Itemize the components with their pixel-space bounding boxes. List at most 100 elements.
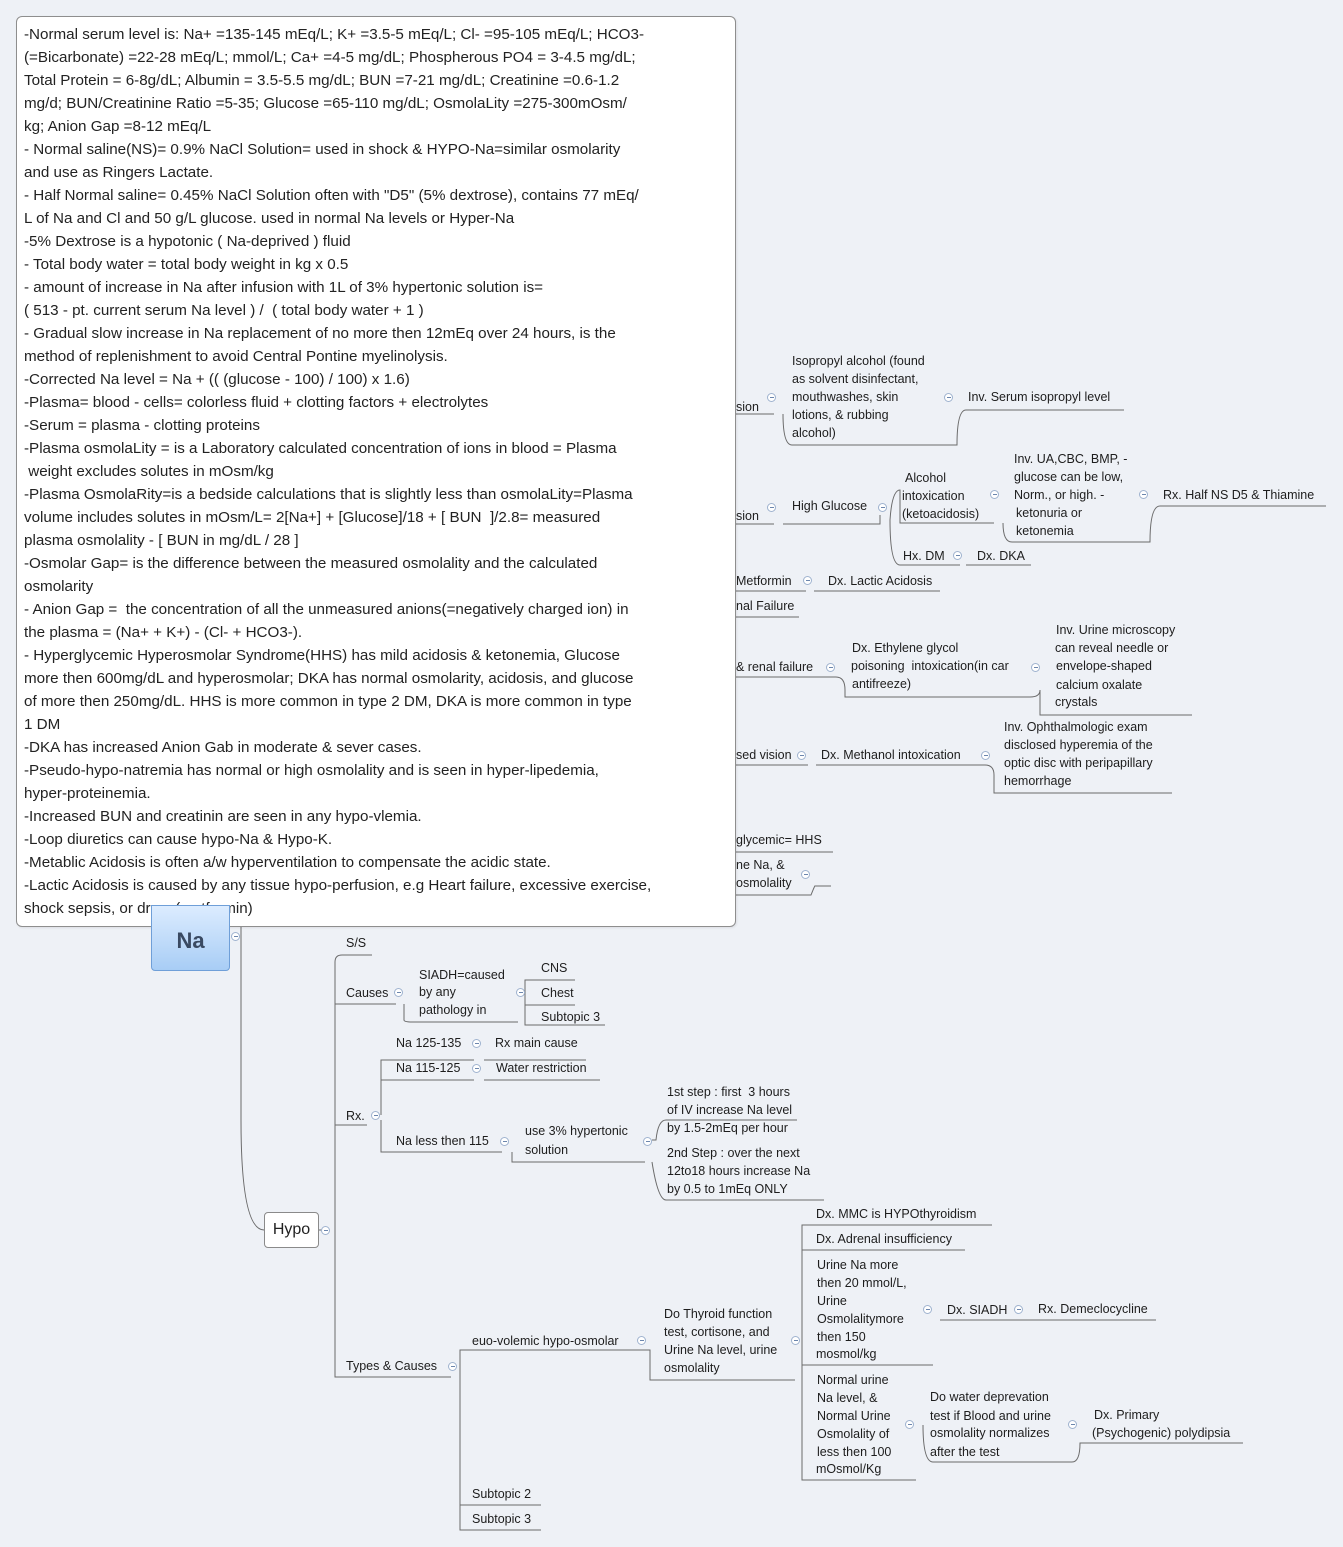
note-line: more then 600mg/dL and hyperosmolar; DKA… [24,670,634,687]
collapse-toggle[interactable] [797,751,806,760]
collapse-toggle[interactable] [803,576,812,585]
note-line: - Anion Gap = the concentration of all t… [24,601,629,618]
collapse-toggle[interactable] [944,393,953,402]
inv-isopropyl: Inv. Serum isopropyl level [968,390,1111,404]
collapse-toggle[interactable] [923,1305,932,1314]
dx-methanol: Dx. Methanol intoxication [821,748,961,762]
dx-mmc: Dx. MMC is HYPOthyroidism [816,1207,977,1221]
rx-demeclocycline: Rx. Demeclocycline [1038,1302,1148,1316]
collapse-toggle[interactable] [826,663,835,672]
note-line: hyper-proteinemia. [24,785,151,802]
note-line: - amount of increase in Na after infusio… [24,279,544,296]
cause-subtopic3[interactable]: Subtopic 3 [541,1010,601,1024]
inv-glucose-2: Norm., or high. - [1014,488,1105,502]
isopropyl-source-4: alcohol) [792,426,836,440]
subtopic-3[interactable]: Subtopic 3 [472,1512,532,1526]
normal-urine-0: Normal urine [817,1373,889,1387]
note-line: -Normal serum level is: Na+ =135-145 mEq… [24,26,645,43]
urine-high-5: mosmol/kg [816,1347,877,1361]
alcohol-2: (ketoacidosis) [902,507,980,521]
notes-panel: -Normal serum level is: Na+ =135-145 mEq… [16,16,736,927]
collapse-toggle[interactable] [767,393,776,402]
note-line: - Normal saline(NS)= 0.9% NaCl Solution=… [24,141,621,158]
cause-cns[interactable]: CNS [541,961,568,975]
normal-urine-2: Normal Urine [817,1409,891,1423]
step1-2: by 1.5-2mEq per hour [667,1121,788,1135]
partial-branch-label: sion [736,509,759,523]
types-causes-topic[interactable]: Types & Causes [346,1359,438,1373]
inv-ethylene-3: calcium oxalate [1056,678,1143,692]
inv-ethylene-4: crystals [1055,695,1098,709]
na-less-115[interactable]: Na less then 115 [396,1134,489,1148]
ss-topic[interactable]: S/S [346,936,367,950]
na-115-125[interactable]: Na 115-125 [396,1061,461,1075]
water-dep-1: test if Blood and urine [930,1409,1051,1423]
collapse-toggle[interactable] [643,1137,652,1146]
collapse-toggle[interactable] [801,870,810,879]
collapse-toggle[interactable] [637,1336,646,1345]
collapse-toggle[interactable] [500,1137,509,1146]
collapse-toggle[interactable] [231,932,240,941]
note-line: mg/d; BUN/Creatinine Ratio =5-35; Glucos… [24,95,627,112]
collapse-toggle[interactable] [472,1064,481,1073]
note-line: -Plasma= blood - cells= colorless fluid … [24,394,489,411]
euvolemic[interactable]: euo-volemic hypo-osmolar [472,1334,619,1348]
note-line: and use as Ringers Lactate. [24,164,214,181]
rx-topic[interactable]: Rx. [346,1109,365,1123]
note-line: -Lactic Acidosis is caused by any tissue… [24,877,652,894]
collapse-toggle[interactable] [905,1420,914,1429]
note-line: kg; Anion Gap =8-12 mEq/L [24,118,212,135]
hypertonic-0: use 3% hypertonic [525,1124,628,1138]
inv-ethylene-0: Inv. Urine microscopy [1056,623,1176,637]
note-line: Total Protein = 6-8g/dL; Albumin = 3.5-5… [24,72,620,89]
step2-1: 12to18 hours increase Na [667,1164,811,1178]
collapse-toggle[interactable] [878,503,887,512]
urine-high-4: then 150 [817,1330,866,1344]
metformin-label: Metformin [736,574,792,588]
collapse-toggle[interactable] [767,503,776,512]
collapse-toggle[interactable] [448,1362,457,1371]
collapse-toggle[interactable] [1014,1305,1023,1314]
collapse-toggle[interactable] [1068,1420,1077,1429]
water-restriction: Water restriction [496,1061,587,1075]
collapse-toggle[interactable] [371,1111,380,1120]
normal-urine-1: Na level, & [817,1391,878,1405]
collapse-toggle[interactable] [981,751,990,760]
collapse-toggle[interactable] [1031,663,1040,672]
hypo-label: Hypo [272,1221,311,1238]
note-line: of more then 250mg/dL. HHS is more commo… [24,693,632,710]
water-dep-3: after the test [930,1445,1000,1459]
root-label: Na [176,928,205,953]
dx-lactic-acidosis: Dx. Lactic Acidosis [828,574,933,588]
collapse-toggle[interactable] [394,988,403,997]
hypertonic-1: solution [525,1143,569,1157]
collapse-toggle[interactable] [953,551,962,560]
causes-topic[interactable]: Causes [346,986,389,1000]
hypo-topic[interactable]: Hypo [264,1212,319,1248]
subtopic-2[interactable]: Subtopic 2 [472,1487,532,1501]
note-line: the plasma = (Na+ + K+) - (Cl- + HCO3-). [24,624,303,641]
siadh-2: pathology in [419,1003,487,1017]
partial-branch-label: glycemic= HHS [736,833,822,847]
collapse-toggle[interactable] [990,490,999,499]
na-125-135[interactable]: Na 125-135 [396,1036,462,1050]
root-topic[interactable]: Na [151,905,230,971]
collapse-toggle[interactable] [1139,490,1148,499]
partial-branch-label: ne Na, & [736,858,785,872]
note-line: -Serum = plasma - clotting proteins [24,417,260,434]
collapse-toggle[interactable] [472,1039,481,1048]
note-line: -DKA has increased Anion Gab in moderate… [24,739,422,756]
partial-branch-label: sed vision [736,748,792,762]
note-line: -Plasma osmolaLity = is a Laboratory cal… [24,440,617,457]
isopropyl-source-1: as solvent disinfectant, [792,372,919,386]
cause-chest[interactable]: Chest [541,986,574,1000]
collapse-toggle[interactable] [321,1226,330,1235]
dx-dka: Dx. DKA [977,549,1025,563]
note-line: -Increased BUN and creatinin are seen in… [24,808,422,825]
rx-half-ns: Rx. Half NS D5 & Thiamine [1163,488,1315,502]
dx-siadh: Dx. SIADH [947,1303,1008,1317]
collapse-toggle[interactable] [516,988,525,997]
collapse-toggle[interactable] [791,1336,800,1345]
note-line: weight excludes solutes in mOsm/kg [24,463,274,480]
inv-glucose-4: ketonemia [1016,524,1074,538]
